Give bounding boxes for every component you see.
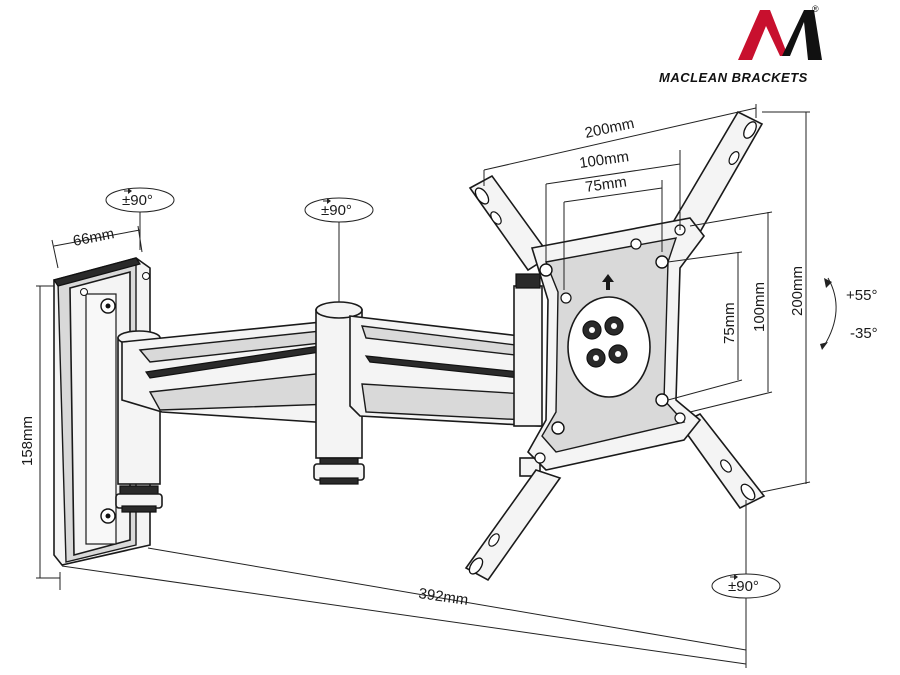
second-arm bbox=[349, 315, 541, 427]
logo-m-right bbox=[782, 10, 822, 60]
logo-registered: ® bbox=[812, 4, 819, 14]
logo-text: MACLEAN BRACKETS bbox=[659, 70, 808, 85]
dimension-lines bbox=[36, 104, 837, 668]
plate-height-100-label: 100mm bbox=[751, 282, 768, 332]
up-arrow-icon bbox=[602, 274, 614, 290]
first-arm bbox=[121, 321, 347, 425]
plate-width-100-label: 100mm bbox=[578, 148, 630, 172]
plate-width-75-label: 75mm bbox=[584, 173, 628, 196]
logo-m-left bbox=[738, 10, 788, 60]
wall-height-label: 158mm bbox=[19, 416, 36, 466]
vesa-plate bbox=[464, 110, 766, 582]
wall-swivel-label: ±90° bbox=[122, 192, 153, 209]
plate-rotation-label: ±90° bbox=[728, 578, 759, 595]
wall-width-label: 66mm bbox=[72, 225, 116, 250]
plate-height-200-label: 200mm bbox=[789, 266, 806, 316]
brand-logo: ® MACLEAN BRACKETS bbox=[659, 4, 822, 85]
arm-swivel-label: ±90° bbox=[321, 202, 352, 219]
rotation-badges bbox=[105, 187, 781, 599]
plate-height-75-label: 75mm bbox=[721, 302, 738, 344]
arm-extension-label: 392mm bbox=[417, 585, 469, 609]
tilt-up-label: +55° bbox=[846, 287, 877, 304]
plate-width-200-label: 200mm bbox=[583, 115, 635, 142]
tilt-down-label: -35° bbox=[850, 325, 878, 342]
